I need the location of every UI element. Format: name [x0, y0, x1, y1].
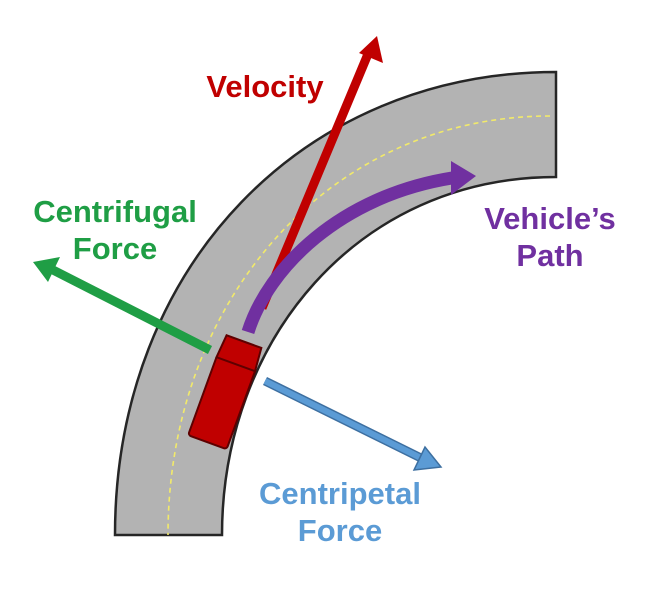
vehicle-path-arrow [241, 161, 476, 335]
centrifugal-label-line1: Centrifugal [33, 194, 197, 229]
centripetal-force-label: Centripetal Force [245, 475, 435, 549]
road-center-line [167, 115, 551, 536]
vehicle-path-label: Vehicle’s Path [470, 200, 630, 274]
path-label-line2: Path [516, 238, 584, 274]
velocity-label: Velocity [195, 68, 335, 105]
path-label-line1: Vehicle’s [484, 201, 616, 236]
centripetal-label-line2: Force [297, 513, 383, 549]
centripetal-force-arrow [263, 376, 443, 471]
centripetal-label-line1: Centripetal [259, 476, 421, 511]
centrifugal-force-arrow [33, 257, 213, 355]
velocity-label-text: Velocity [206, 69, 324, 104]
centrifugal-label-line2: Force [72, 231, 158, 267]
car [187, 334, 263, 450]
centrifugal-force-label: Centrifugal Force [20, 193, 210, 267]
